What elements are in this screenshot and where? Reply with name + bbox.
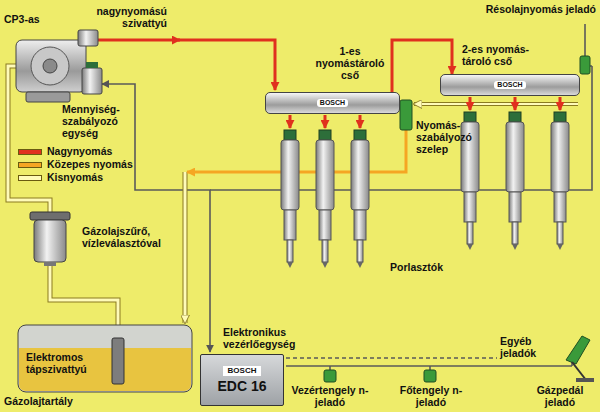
control-unit: Elektronikus vezérlőegységBOSCHEDC 16 bbox=[200, 354, 284, 406]
signal-wire bbox=[102, 24, 592, 370]
part-label: CP3-as bbox=[4, 14, 64, 26]
fuel-tank bbox=[112, 338, 124, 384]
part-label: nagynyomású szivattyú bbox=[95, 6, 167, 30]
speed-sensor bbox=[424, 370, 436, 382]
low-pressure-line bbox=[183, 172, 188, 323]
injector bbox=[551, 112, 569, 250]
legend-text: Kisnyomás bbox=[47, 172, 103, 184]
low-pressure-line bbox=[414, 102, 578, 106]
high-pressure-pump bbox=[31, 47, 69, 85]
legend-row: Kisnyomás bbox=[18, 172, 103, 184]
part-label: Elektromos tápszivattyú bbox=[26, 352, 110, 376]
accelerator-pedal bbox=[566, 336, 594, 382]
legend-swatch bbox=[18, 175, 42, 181]
part-label: Gázolajszűrő, vízleválasztóval bbox=[82, 226, 182, 250]
pressure-valve bbox=[400, 100, 412, 130]
injector bbox=[506, 112, 524, 250]
pressure-valve bbox=[400, 100, 412, 130]
high-pressure-line bbox=[359, 115, 362, 128]
signal-wire bbox=[329, 366, 331, 370]
part-label: Porlasztók bbox=[390, 262, 470, 274]
high-pressure-line bbox=[514, 97, 517, 110]
node-text: BOSCH bbox=[494, 81, 525, 89]
signal-wire bbox=[286, 357, 497, 359]
low-pressure-line bbox=[414, 103, 578, 105]
injector bbox=[281, 130, 299, 268]
high-pressure-pump bbox=[16, 30, 102, 102]
part-label: Nyomás-szabályozó szelep bbox=[416, 120, 482, 155]
legend-swatch bbox=[18, 149, 42, 155]
part-label: 2-es nyomás- tároló cső bbox=[462, 44, 542, 68]
high-pressure-pump bbox=[43, 59, 57, 73]
speed-sensor bbox=[324, 370, 336, 382]
high-pressure-pump bbox=[16, 40, 86, 92]
fuel-tank bbox=[18, 325, 192, 392]
fuel-rail: BOSCH bbox=[440, 74, 580, 96]
high-pressure-line bbox=[324, 115, 327, 128]
part-label: Vezértengely n-jeladó bbox=[284, 385, 376, 409]
part-label: Főtengely n-jeladó bbox=[386, 385, 476, 409]
rail-pressure-sensor bbox=[580, 56, 590, 74]
high-pressure-line bbox=[98, 39, 180, 42]
fuel-rail: BOSCH bbox=[265, 92, 400, 114]
node-text: EDC 16 bbox=[217, 379, 266, 394]
fuel-tank bbox=[19, 348, 191, 391]
legend-text: Nagynyomás bbox=[47, 146, 112, 158]
high-pressure-pump bbox=[86, 62, 98, 68]
legend-row: Közepes nyomás bbox=[18, 159, 133, 171]
high-pressure-line bbox=[469, 97, 472, 110]
part-label: Gázpedál jeladó bbox=[522, 385, 598, 409]
part-label: Résolajnyomás jeladó bbox=[470, 4, 596, 16]
high-pressure-pump bbox=[26, 92, 70, 102]
node-text: BOSCH bbox=[223, 366, 262, 376]
fuel-filter bbox=[34, 220, 66, 262]
part-label: Egyéb jeladók bbox=[500, 336, 558, 360]
part-label: Mennyiség-szabályozó egység bbox=[62, 104, 128, 139]
fuel-filter bbox=[44, 262, 56, 266]
legend-text: Közepes nyomás bbox=[47, 159, 133, 171]
speed-sensor bbox=[324, 370, 436, 382]
high-pressure-line bbox=[178, 40, 275, 90]
high-pressure-line bbox=[559, 97, 562, 110]
fuel-tank bbox=[18, 325, 192, 392]
part-label: 1-es nyomástároló cső bbox=[312, 46, 388, 81]
fuel-filter bbox=[30, 212, 70, 266]
high-pressure-line bbox=[289, 115, 292, 128]
legend-swatch bbox=[18, 162, 42, 168]
accelerator-pedal bbox=[576, 378, 594, 382]
accelerator-pedal bbox=[566, 336, 590, 364]
injector bbox=[351, 130, 369, 268]
node-text: Elektronikus vezérlőegység bbox=[223, 327, 319, 351]
signal-wire bbox=[286, 365, 572, 367]
high-pressure-pump bbox=[78, 30, 98, 46]
fuel-filter bbox=[30, 212, 70, 220]
low-pressure-line bbox=[184, 172, 187, 323]
signal-wire bbox=[429, 366, 431, 370]
signal-wire bbox=[584, 24, 586, 56]
legend-row: Nagynyomás bbox=[18, 146, 112, 158]
part-label: Gázolajtartály bbox=[4, 396, 114, 408]
node-text: BOSCH bbox=[317, 99, 348, 107]
rail-pressure-sensor bbox=[580, 56, 590, 74]
high-pressure-pump bbox=[82, 68, 102, 94]
injector bbox=[281, 112, 569, 268]
accelerator-pedal bbox=[572, 362, 586, 380]
injector bbox=[316, 130, 334, 268]
low-pressure-line bbox=[8, 66, 578, 338]
